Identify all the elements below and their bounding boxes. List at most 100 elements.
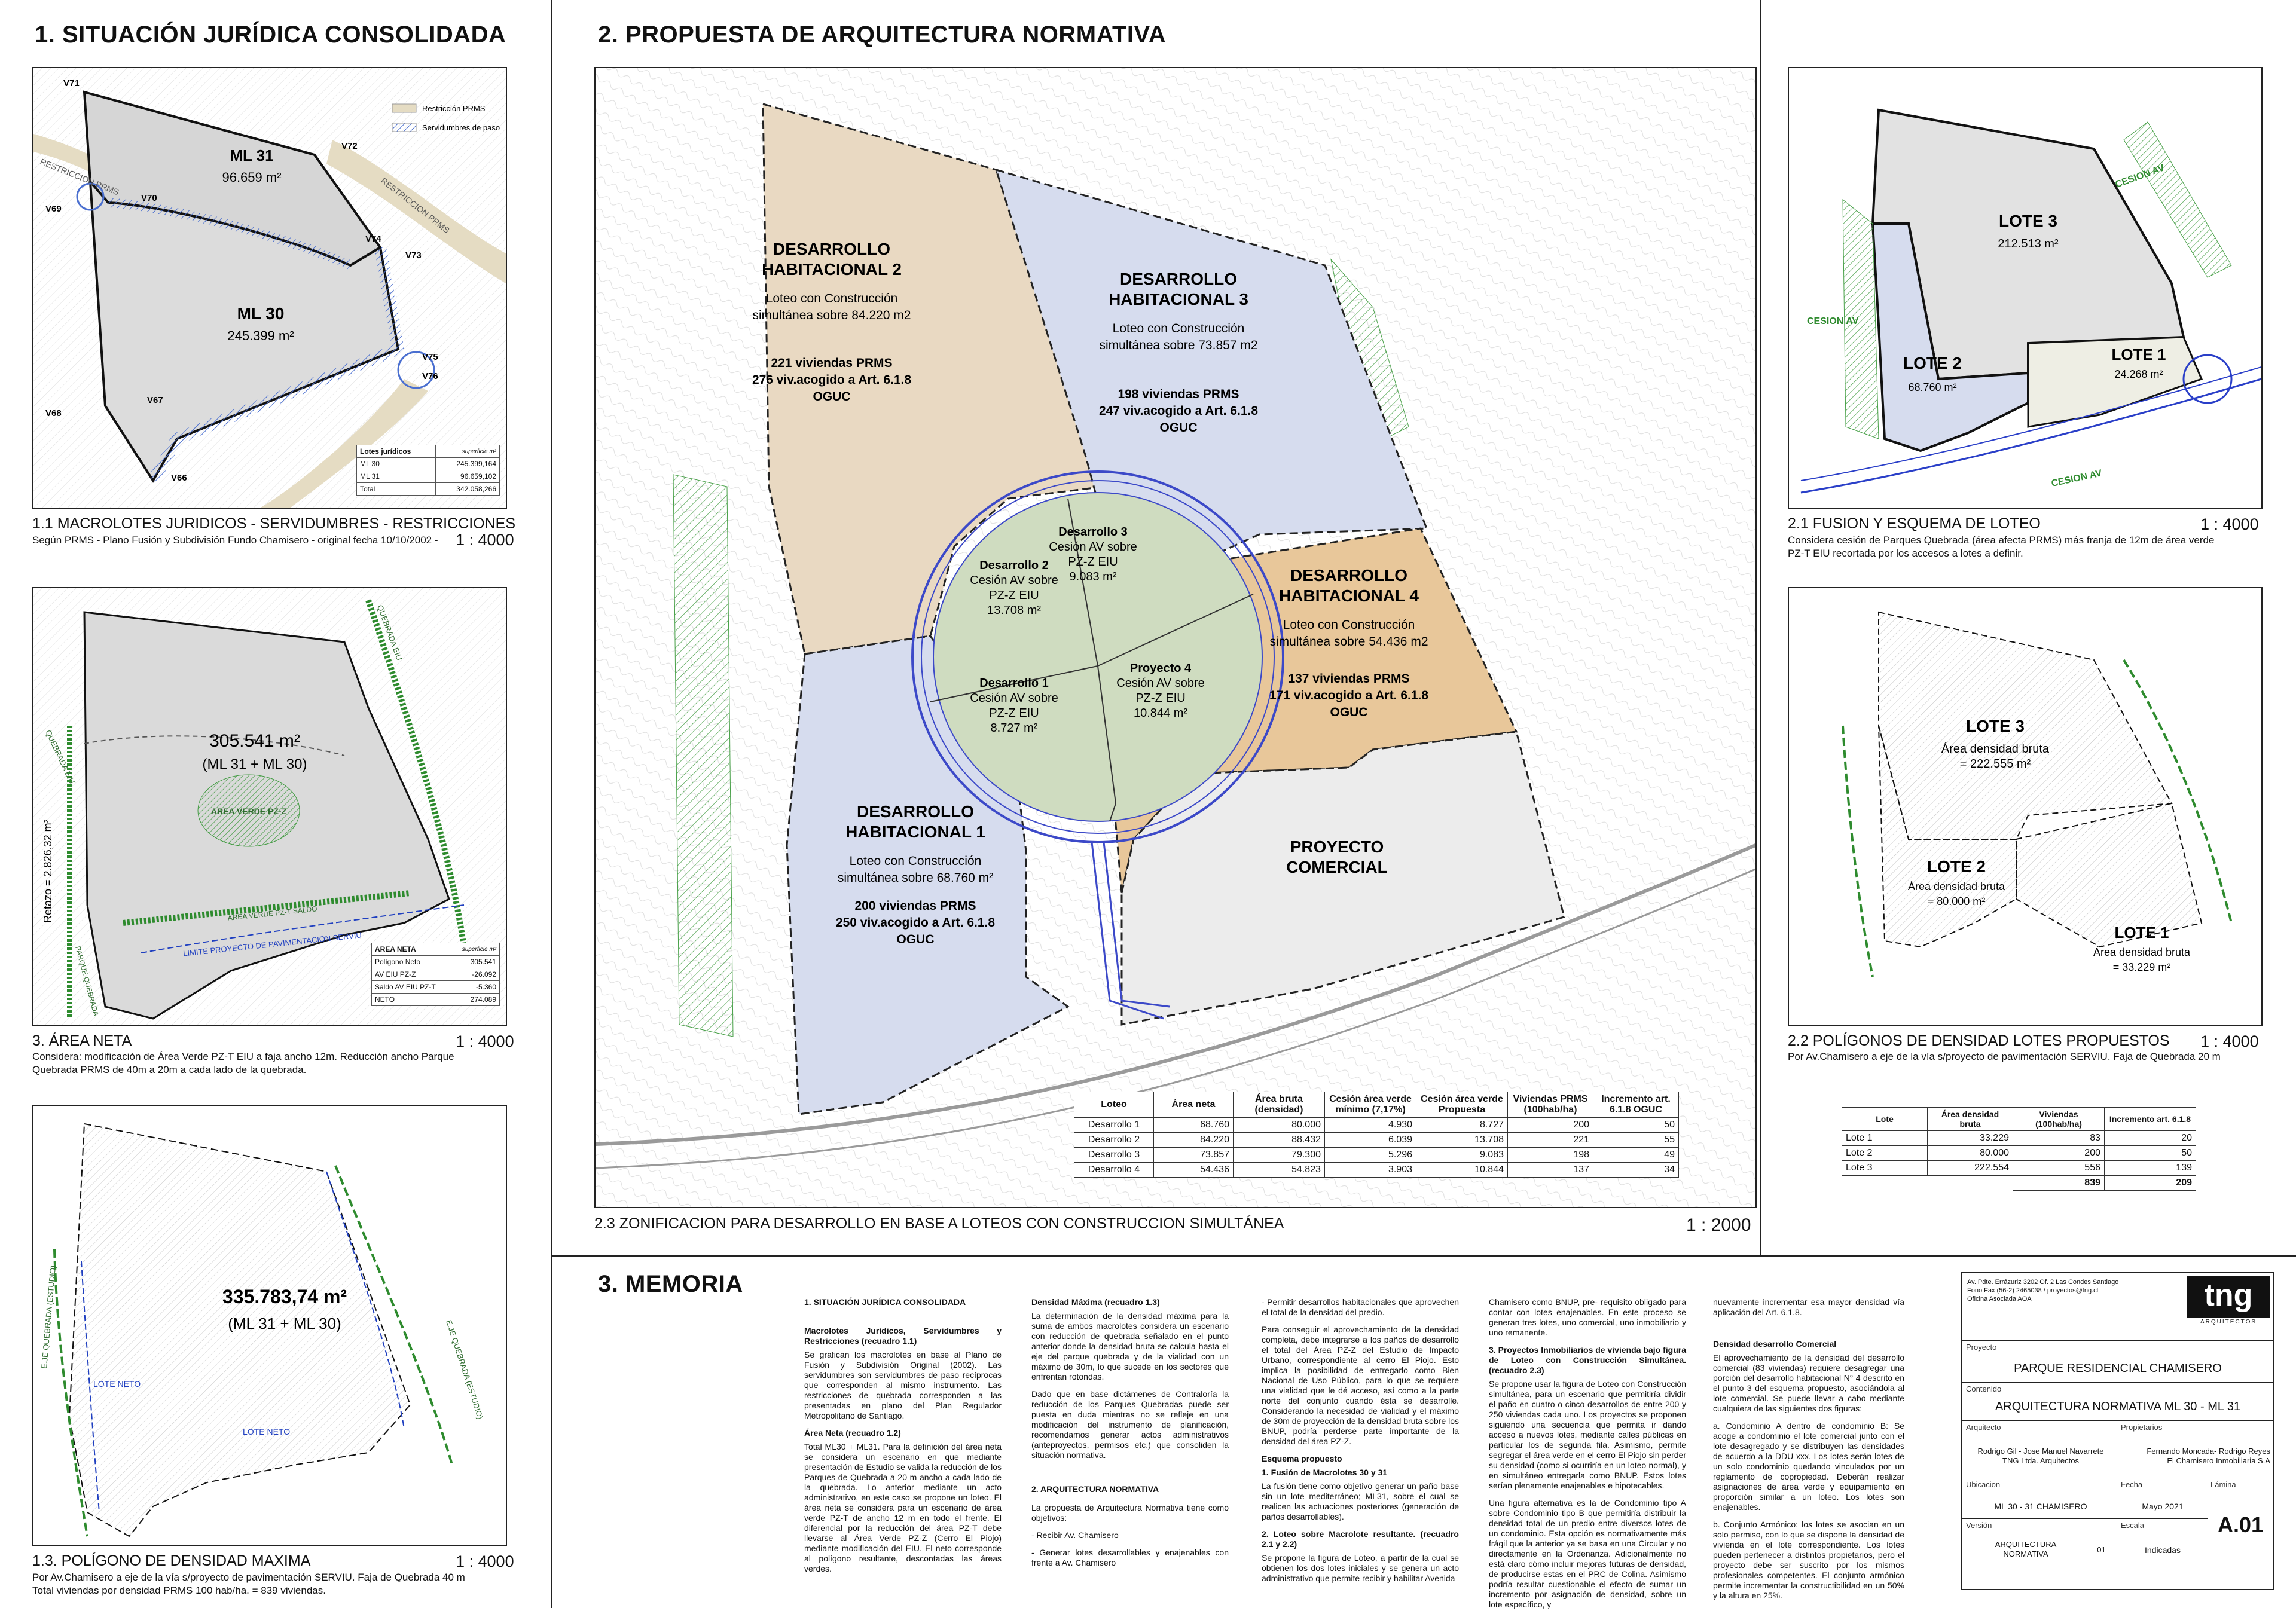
text-cell: 8.727 m² <box>991 722 1038 735</box>
label-dh2-loteo: Loteo con Construcción simultánea sobre … <box>753 292 911 322</box>
propietarios-label: Propietarios <box>2121 1423 2163 1432</box>
map-area-neta: AREA VERDE PZ-Z 305.541 m² (ML 31 + ML 3… <box>32 587 507 1026</box>
version-label: Versión <box>1966 1521 1992 1530</box>
text-cell: Cesión área verde mínimo (7,17%) <box>1324 1092 1416 1118</box>
divider-memoria <box>551 1255 2296 1257</box>
lote1-poly <box>2016 802 2203 948</box>
text-cell: Lote 3 <box>1842 1160 1928 1176</box>
map-poligonos-scale: 1 : 4000 <box>2200 1032 2259 1050</box>
proyecto-value: PARQUE RESIDENCIAL CHAMISERO <box>2014 1362 2222 1375</box>
text-cell: Lote 2 <box>1842 1145 1928 1161</box>
lote1-area: 24.268 m² <box>2114 368 2163 380</box>
lote3-area: 212.513 m² <box>1998 237 2059 250</box>
map-macrolotes: Restricción PRMS Servidumbres de paso RE… <box>32 67 507 509</box>
text-cell: OGUC <box>897 933 935 946</box>
text-cell: Área Neta (recuadro 1.2) <box>804 1428 901 1438</box>
label-dh4-viviendas: 137 viviendas PRMS 171 viv.acogido a Art… <box>1269 672 1428 719</box>
text-cell: 247 viv.acogido a Art. 6.1.8 <box>1099 404 1258 418</box>
vertex-v73: V73 <box>405 250 422 261</box>
text-cell: Polígono Neto <box>371 955 452 968</box>
map-area-neta-sub1: Considera: modificación de Área Verde PZ… <box>32 1051 454 1062</box>
text-cell: 1. SITUACIÓN JURÍDICA CONSOLIDADA <box>804 1297 966 1307</box>
ml31-label: ML 31 <box>230 146 273 164</box>
vertex-v67: V67 <box>147 395 163 405</box>
text-cell: 68.760 <box>1153 1117 1234 1133</box>
zone-pc <box>1120 730 1565 1026</box>
memoria-col-2: Densidad Máxima (recuadro 1.3) La determ… <box>1031 1297 1229 1575</box>
label-desarrollo-1: Desarrollo 1 Cesión AV sobre PZ-Z EIU 8.… <box>970 677 1058 735</box>
text-cell: Loteo con Construcción <box>1283 618 1415 632</box>
text-cell: OGUC <box>1330 705 1368 719</box>
map-macrolotes-drawing: Restricción PRMS Servidumbres de paso RE… <box>33 68 506 508</box>
map-fusion-sub1: Considera cesión de Parques Quebrada (ár… <box>1788 534 2215 546</box>
tng-logo: tng <box>2187 1276 2270 1318</box>
text-cell: 9.083 m² <box>1070 570 1117 583</box>
map-zonificacion-caption: 2.3 ZONIFICACION PARA DESARROLLO EN BASE… <box>594 1215 1284 1232</box>
text-cell: NORMATIVA <box>2003 1549 2048 1558</box>
lote3-label: LOTE 3 <box>1999 212 2057 230</box>
text-cell: Desarrollo 2 <box>979 559 1049 572</box>
lote-neto-label-1: LOTE NETO <box>93 1379 141 1389</box>
text-cell: 221 viviendas PRMS <box>771 356 892 370</box>
text-cell: Se propone usar la figura de Loteo con C… <box>1489 1379 1686 1490</box>
text-cell: 276 viv.acogido a Art. 6.1.8 <box>752 373 911 387</box>
text-cell: ML 30 <box>356 457 436 470</box>
text-cell: 137 viviendas PRMS <box>1288 672 1409 686</box>
text-cell: Macrolotes Jurídicos, Servidumbres y Res… <box>804 1326 1002 1346</box>
section-3-title: 3. MEMORIA <box>598 1271 743 1297</box>
text-cell: 209 <box>2104 1175 2196 1191</box>
text-cell: simultánea sobre 73.857 m2 <box>1100 338 1258 352</box>
text-cell: simultánea sobre 54.436 m2 <box>1270 635 1428 649</box>
text-cell: 5.296 <box>1324 1147 1416 1163</box>
text-cell: Área bruta (densidad) <box>1233 1092 1325 1118</box>
text-cell: Saldo AV EIU PZ-T <box>371 980 452 994</box>
text-cell: Incremento art. 6.1.8 <box>2104 1107 2196 1131</box>
eje-quebrada-label-2: E.JE QUEBRADA (ESTUDIO) <box>444 1319 485 1420</box>
vertex-v70: V70 <box>141 193 157 203</box>
densidad-polygon <box>68 1123 411 1537</box>
text-cell: DESARROLLO <box>1120 270 1237 288</box>
text-cell: Chamisero como BNUP, pre- requisito obli… <box>1489 1297 1686 1337</box>
text-cell: 54.436 <box>1153 1162 1234 1178</box>
ml30-area: 245.399 m² <box>227 328 294 343</box>
lote2-area: 68.760 m² <box>1908 381 1956 393</box>
vertex-v69: V69 <box>45 204 62 214</box>
arquitecto-label: Arquitecto <box>1966 1423 2001 1432</box>
text-cell: simultánea sobre 84.220 m2 <box>753 308 911 322</box>
lote3-poly <box>1878 611 2173 840</box>
text-cell: AREA NETA <box>371 943 452 956</box>
text-cell: 171 viv.acogido a Art. 6.1.8 <box>1269 689 1428 702</box>
text-cell: Cesión AV sobre <box>970 692 1058 705</box>
text-cell: 342.058,266 <box>435 482 500 496</box>
map-densidad-maxima: 335.783,74 m² (ML 31 + ML 30) LOTE NETO … <box>32 1105 507 1546</box>
text-cell: 556 <box>2013 1160 2105 1176</box>
text-cell: Proyecto 4 <box>1130 662 1192 675</box>
text-cell: -26.092 <box>451 968 500 981</box>
text-cell: ML 31 <box>356 470 436 483</box>
text-cell: 83 <box>2013 1130 2105 1146</box>
eje-quebrada-label-1: E.JE QUEBRADA (ESTUDIO) <box>39 1265 57 1369</box>
text-cell: Cesión AV sobre <box>1116 677 1205 690</box>
ml31-area: 96.659 m² <box>222 170 281 185</box>
lote2-label: LOTE 2 <box>1903 354 1962 372</box>
text-cell: 1. Fusión de Macrolotes 30 y 31 <box>1262 1468 1388 1477</box>
text-cell: PROYECTO <box>1290 837 1384 856</box>
cesion-av-label-2: CESION AV <box>1807 316 1859 326</box>
label-dh2-viviendas: 221 viviendas PRMS 276 viv.acogido a Art… <box>752 356 911 404</box>
text-cell: - Permitir desarrollos habitacionales qu… <box>1262 1297 1459 1317</box>
divider-right <box>1760 0 1761 1255</box>
text-cell: 50 <box>1593 1117 1679 1133</box>
text-cell: 198 viviendas PRMS <box>1118 387 1239 401</box>
area-neta-value: 305.541 m² <box>209 731 300 751</box>
text-cell: Viviendas (100hab/ha) <box>2013 1107 2105 1131</box>
text-cell: 6.039 <box>1324 1132 1416 1148</box>
map-fusion-sub2: PZ-T EIU recortada por los accesos a lot… <box>1788 548 2023 559</box>
version-number: 01 <box>2097 1545 2106 1554</box>
map-poligonos-densidad: LOTE 3 Área densidad bruta = 222.555 m² … <box>1788 587 2263 1026</box>
densidad-area-sub: (ML 31 + ML 30) <box>228 1315 341 1332</box>
vertex-labels: V71 V72 V70 V69 V74 V73 V75 V76 V67 V68 … <box>45 78 438 483</box>
text-cell: 13.708 m² <box>987 604 1041 617</box>
text-cell: Desarrollo 4 <box>1074 1162 1154 1178</box>
